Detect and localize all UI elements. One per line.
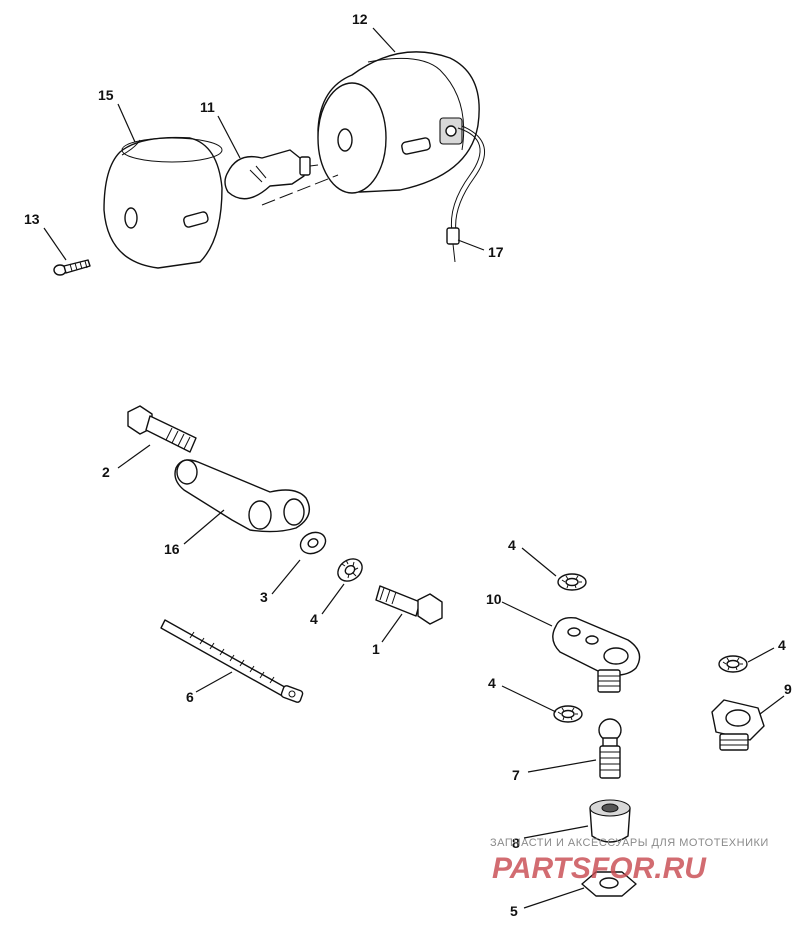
callout-9: 9 xyxy=(784,681,792,697)
part-3-flat-washer xyxy=(299,531,327,555)
callout-6: 6 xyxy=(186,689,194,705)
callout-8: 8 xyxy=(512,835,520,851)
callout-4-bottom: 4 xyxy=(488,675,496,691)
leader-lines xyxy=(43,27,785,909)
callout-1: 1 xyxy=(372,641,380,657)
part-4-lock-washer-right xyxy=(718,655,748,673)
part-4-lock-washer-top xyxy=(557,573,587,591)
part-6-cable-tie xyxy=(160,619,304,703)
part-8-insert xyxy=(589,799,631,843)
part-1-bolt xyxy=(375,585,443,625)
part-10-bracket-plate xyxy=(552,616,641,693)
callout-17: 17 xyxy=(488,244,504,260)
callout-16: 16 xyxy=(164,541,180,557)
part-16-mounting-arm xyxy=(174,459,310,533)
callout-5: 5 xyxy=(510,903,518,919)
part-4-lock-washer-bottom xyxy=(553,705,583,723)
callout-15: 15 xyxy=(98,87,114,103)
part-13-screw xyxy=(53,259,91,276)
callout-7: 7 xyxy=(512,767,520,783)
part-17-wire xyxy=(446,125,485,263)
part-11-bulb xyxy=(224,149,319,200)
part-7-ball-stud xyxy=(598,718,622,779)
part-2-bolt xyxy=(127,405,197,453)
callout-11: 11 xyxy=(200,99,215,115)
part-9-spacer xyxy=(711,699,765,751)
callout-13: 13 xyxy=(24,211,40,227)
callout-4-top: 4 xyxy=(508,537,516,553)
watermark-logo: PARTSFOR.RU xyxy=(492,852,707,885)
part-5-hex-nut xyxy=(581,871,637,897)
callout-labels: 12 15 11 13 17 2 16 3 4 1 6 4 10 4 4 9 7… xyxy=(24,11,792,919)
callout-2: 2 xyxy=(102,464,110,480)
callout-4-right: 4 xyxy=(778,637,786,653)
part-4-lock-washer xyxy=(337,558,363,582)
watermark-tagline: ЗАПЧАСТИ И АКСЕССУАРЫ ДЛЯ МОТОТЕХНИКИ xyxy=(490,837,769,849)
callout-4-center: 4 xyxy=(310,611,318,627)
watermark: ЗАПЧАСТИ И АКСЕССУАРЫ ДЛЯ МОТОТЕХНИКИ PA… xyxy=(490,837,769,885)
part-15-lens xyxy=(103,136,223,269)
part-12-signal-housing xyxy=(317,51,480,194)
callout-3: 3 xyxy=(260,589,268,605)
callout-10: 10 xyxy=(486,591,502,607)
callout-12: 12 xyxy=(352,11,368,27)
